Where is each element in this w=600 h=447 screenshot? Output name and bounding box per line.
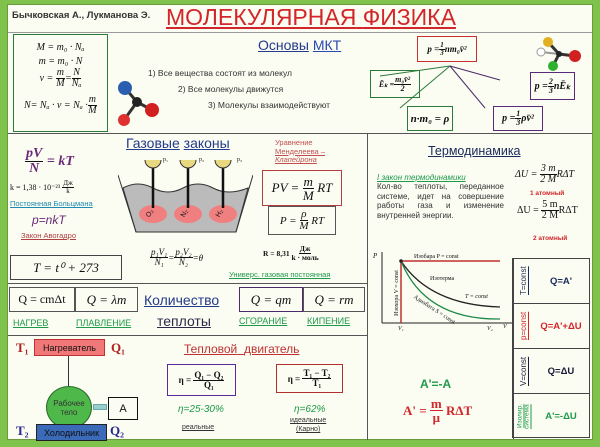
process-condition: V=const — [513, 349, 533, 393]
efficiency-carnot-value: η=62% — [294, 404, 326, 415]
mkt-connectors — [379, 65, 501, 109]
efficiency-real-value: η=25-30% — [178, 404, 224, 415]
label-boiling: КИПЕНИЕ — [307, 316, 351, 326]
label-combustion: СГОРАНИЕ — [239, 316, 288, 326]
boltzmann-label: Постоянная Больцмана — [10, 199, 93, 208]
work-box: A — [108, 397, 138, 420]
process-equation: A'=-ΔU — [545, 411, 577, 422]
efficiency-carnot-label: идеальные(Карно) — [290, 417, 327, 434]
formula-molar-mass: M = m₀ · Nₐ — [36, 42, 85, 53]
process-equation: Q=A'+ΔU — [540, 320, 582, 332]
authors: Бычковская А., Лукманова Э. — [12, 10, 151, 21]
formula-combustion: Q = qm — [239, 287, 303, 312]
isochore-label: Изохора V = const — [393, 270, 400, 316]
diatomic-label: 2 атомный — [533, 235, 568, 242]
gas-laws-title: Газовые законы — [126, 135, 230, 151]
v2-label: V₂ — [487, 326, 493, 332]
avogadro-label: Закон Авогадро — [21, 231, 76, 240]
mkt-title: Основы МКТ — [258, 37, 342, 53]
v-axis-label: V — [503, 324, 507, 330]
isobar-label: Изобара P = const — [414, 254, 459, 260]
heat-title-2: теплоты — [157, 313, 211, 329]
efficiency-real-label: реальные — [182, 424, 215, 431]
formula-temperature: T = t⁰ + 273 — [10, 255, 122, 280]
process-row: Изолир. система A'=-ΔU — [513, 394, 589, 439]
process-equation: Q=A' — [549, 275, 573, 287]
formula-heating: Q = cmΔt — [9, 287, 75, 312]
monatomic-label: 1 атомный — [530, 190, 565, 197]
process-condition: Изолир. система — [513, 394, 533, 439]
label-melting: ПЛАВЛЕНИЕ — [76, 318, 132, 328]
poster-title: МОЛЕКУЛЯРНАЯ ФИЗИКА — [166, 4, 456, 31]
isoprocess-graph — [381, 252, 512, 324]
molecule-icon-2 — [536, 37, 581, 71]
formula-melting: Q = λm — [75, 287, 138, 312]
t-const-label: T = const — [465, 294, 488, 300]
thermo-title: Термодинамика — [428, 144, 521, 158]
process-row: p=const Q=A'+ΔU — [513, 304, 589, 349]
process-condition: T=const — [513, 259, 533, 303]
gas-constant-label: Универс. газовая постоянная — [229, 270, 331, 279]
postulate-1: 1) Все вещества состоят из молекул — [148, 68, 292, 78]
first-law-text: Кол-во теплоты, переданное системе, идет… — [377, 182, 504, 220]
cooler-box: Холодильник — [36, 424, 107, 441]
molecule-icon — [118, 81, 159, 126]
label-heating: НАГРЕВ — [13, 318, 49, 328]
pressure-label-1: p₁ — [163, 157, 169, 163]
isotherm-label: Изотерма — [430, 276, 455, 282]
formula-density: n·m₀ = ρ — [407, 106, 453, 131]
first-law-title: I закон термодинамики — [377, 173, 466, 182]
process-equation: Q=ΔU — [547, 365, 575, 377]
arrow-icon — [93, 404, 107, 410]
work-relation: A'=-A — [420, 377, 452, 391]
formula-p-nkt: p=nkT — [32, 213, 66, 227]
poster — [7, 4, 593, 440]
pressure-label-2: p₂ — [199, 157, 205, 163]
engine-title: Тепловой двигатель — [184, 342, 300, 356]
gas-vessel-diagram — [118, 160, 253, 233]
pressure-label-3: p₃ — [237, 157, 243, 163]
heat-title-1: Количество — [144, 292, 220, 308]
heater-box: Нагреватель — [34, 339, 105, 356]
formula-boiling: Q = rm — [303, 287, 365, 312]
process-row: T=const Q=A' — [513, 259, 589, 304]
t1-label: T₁ — [16, 340, 29, 355]
process-condition: p=const — [513, 304, 533, 348]
v1-label: V₁ — [398, 326, 404, 332]
postulate-3: 3) Молекулы взаимодействуют — [208, 100, 331, 110]
t2-label: T₂ — [16, 423, 29, 438]
q2-label: Q₂ — [110, 423, 125, 438]
postulate-2: 2) Все молекулы движутся — [178, 84, 284, 94]
process-row: V=const Q=ΔU — [513, 349, 589, 394]
processes-table: T=const Q=A' p=const Q=A'+ΔU V=const Q=ΔU Изол… — [512, 258, 590, 439]
p-axis-label: P — [373, 252, 378, 260]
title-word-2: ФИЗИКА — [362, 4, 456, 30]
formula-mass: m = m₀ · N — [38, 55, 83, 67]
title-word-1: МОЛЕКУЛЯРНАЯ — [166, 4, 357, 30]
q1-label: Q₁ — [111, 340, 126, 355]
